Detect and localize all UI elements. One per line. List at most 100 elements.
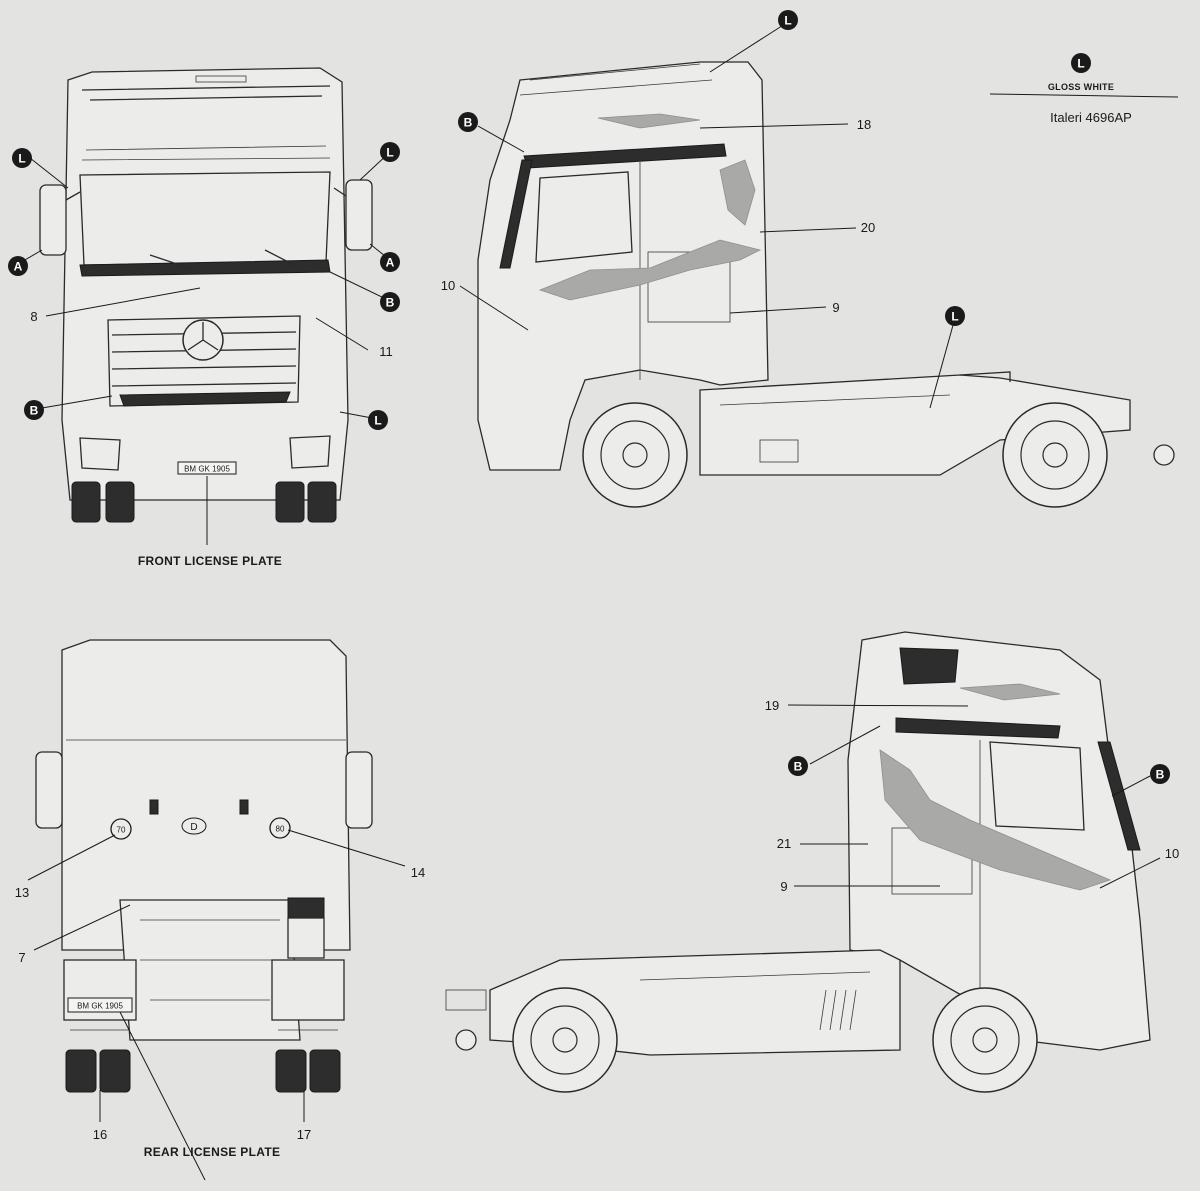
svg-text:B: B [1156,768,1165,782]
front-callout-11: 11 [379,344,393,359]
side-left-callout-20: 20 [861,220,875,235]
front-roof-lines [81,85,331,101]
rear-wheel-left-inner [99,1049,131,1093]
side-right-decal-swoosh [879,749,1112,891]
rear-wheel-right-outer [309,1049,341,1093]
rear-speed-sign-70: 70 [110,818,132,840]
rear-country-sign: D [181,817,207,835]
rear-vent-left [149,799,159,815]
front-badge-a-right: A [380,252,400,272]
svg-text:70: 70 [117,826,126,835]
side-left-step-box [759,439,799,463]
side-view-right: 19 B B 21 9 10 [445,631,1179,1093]
side-left-badge-b: B [458,112,478,132]
side-left-callout-18: 18 [857,117,871,132]
front-mirror-left [39,184,67,256]
rear-wheel-left-outer [65,1049,97,1093]
side-right-a-pillar [1097,741,1141,851]
front-badge-b-left: B [24,400,44,420]
side-right-light-cluster [445,989,487,1011]
front-roof-vent [195,75,247,83]
front-cab-outline [61,67,349,501]
front-badge-a-left: A [8,256,28,276]
side-right-roof-stripe [895,717,1061,739]
side-left-fifth-wheel [959,371,1011,382]
svg-text:L: L [784,14,791,28]
svg-text:B: B [386,296,395,310]
front-badge-l-lower: L [368,410,388,430]
front-wheel-left-outer [71,481,101,523]
front-wheel-right-outer [307,481,337,523]
side-right-chassis-line [639,971,871,981]
svg-text:BM GK 1905: BM GK 1905 [184,465,230,474]
side-left-callout-10: 10 [441,278,455,293]
legend-badge: L [1071,53,1091,73]
front-license-plate-caption: FRONT LICENSE PLATE [138,554,282,568]
front-mirror-right [345,179,373,251]
side-right-wheel-rear [512,987,618,1093]
side-left-wheel-rear [1002,402,1108,508]
rear-mirror-right [345,751,373,829]
rear-callout-13: 13 [15,885,29,900]
svg-text:A: A [386,256,395,270]
front-wipers [149,249,301,271]
side-left-decal-rear [719,159,756,226]
product-code: Italeri 4696AP [1050,110,1132,125]
front-badge-l-left: L [12,148,32,168]
rear-vent-right [239,799,249,815]
color-legend: L GLOSS WHITE Italeri 4696AP [989,53,1179,125]
front-headlight-right [289,435,331,469]
side-right-roof-window [899,647,959,685]
rear-mudflap-right [271,959,345,1021]
side-left-rear-lamp [1153,444,1175,466]
front-license-plate: BM GK 1905 [177,461,237,475]
side-left-decal-swoosh [538,239,762,301]
side-right-wheel-front [932,987,1038,1093]
svg-text:B: B [30,404,39,418]
side-left-roof-lines [519,63,713,96]
svg-text:80: 80 [276,825,285,834]
side-right-decal-upper [959,683,1061,701]
svg-text:L: L [951,310,958,324]
svg-text:L: L [1077,57,1084,71]
rear-license-plate-caption: REAR LICENSE PLATE [144,1145,281,1159]
rear-chassis-lines [140,919,280,1001]
svg-text:A: A [14,260,23,274]
rear-view: D 70 80 BM GK 1905 [15,639,425,1181]
side-left-callout-9: 9 [832,300,839,315]
side-right-callout-19: 19 [765,698,779,713]
rear-speed-sign-80: 80 [269,817,291,839]
side-left-window [535,171,633,263]
front-star-emblem [182,319,224,361]
rear-tank [287,917,325,959]
side-left-decal-upper [597,113,701,129]
side-view-left: L B L 18 20 10 9 [441,10,1175,508]
rear-license-plate: BM GK 1905 [67,997,133,1013]
side-right-badge-b-left: B [788,756,808,776]
side-right-callout-21: 21 [777,836,791,851]
front-mirror-arms [65,187,347,201]
rear-tank-band [287,897,325,919]
side-right-window [989,741,1085,831]
rear-wheel-right-inner [275,1049,307,1093]
svg-text:L: L [374,414,381,428]
side-right-badge-b-right: B [1150,764,1170,784]
front-wheel-right-inner [275,481,305,523]
rear-mirror-left [35,751,63,829]
side-left-badge-l-chassis: L [945,306,965,326]
side-left-chassis [699,374,1131,476]
front-windscreen [79,171,331,266]
side-right-callout-9: 9 [780,879,787,894]
legend-color-name: GLOSS WHITE [1048,82,1114,92]
front-callout-8: 8 [30,309,37,324]
side-left-badge-l-top: L [778,10,798,30]
rear-callout-7: 7 [18,950,25,965]
side-left-wheel-front [582,402,688,508]
rear-callout-16: 16 [93,1127,107,1142]
svg-text:BM GK 1905: BM GK 1905 [77,1002,123,1011]
rear-callout-14: 14 [411,865,425,880]
side-right-rear-lamp [455,1029,477,1051]
front-view: BM GK 1905 L L A A B B L 8 11 FRONT LICE… [8,67,400,568]
side-left-a-pillar [499,159,533,269]
